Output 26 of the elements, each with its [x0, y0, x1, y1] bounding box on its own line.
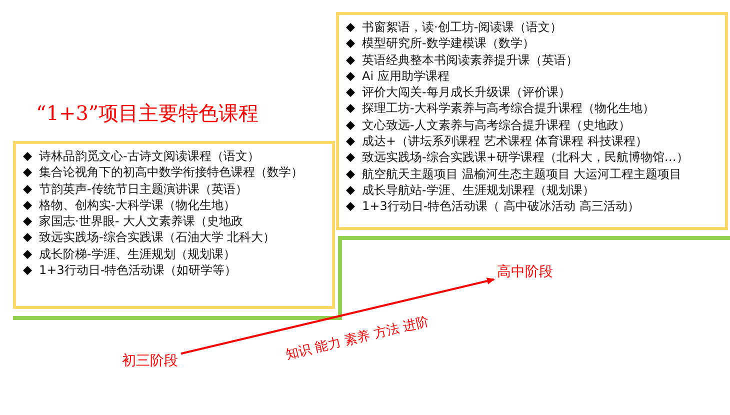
course-item: 节韵英声-传统节日主题演讲课（英语）	[39, 182, 248, 196]
course-list-box	[336, 12, 728, 230]
course-list-box	[13, 141, 335, 309]
title: “1+3”项目主要特色课程	[36, 100, 259, 127]
course-item: 家国志·世界眼- 大人文素养课（史地政	[39, 214, 243, 228]
course-item: 1+3行动日-特色活动课（如研学等）	[39, 263, 237, 278]
course-item: 文心致远-人文素养与高考综合提升课程（史地政）	[362, 118, 630, 132]
course-item: 成达+（讲坛系列课程 艺术课程 体育课程 科技课程）	[362, 134, 648, 148]
course-item: 航空航天主题项目 温榆河生态主题项目 大运河工程主题项目	[362, 166, 682, 181]
course-item: 格物、创构实-大科学课（物化生地）	[39, 198, 236, 212]
arrow	[180, 278, 495, 355]
course-item: 英语经典整本书阅读素养提升课（英语）	[362, 52, 578, 67]
course-item: 致远实践场-综合实践课+研学课程（北科大，民航博物馆…）	[362, 150, 688, 164]
course-item: 成长阶梯-学涯、生涯规划（规划课）	[39, 246, 236, 261]
course-item: 探理工坊-大科学素养与高考综合提升课程（物化生地）	[362, 101, 654, 116]
course-item: 1+3行动日-特色活动课（ 高中破冰活动 高三活动）	[362, 199, 640, 214]
course-item: 成长导航站-学涯、生涯规划课程（规划课）	[362, 182, 594, 197]
course-item: Ai 应用助学课程	[362, 68, 450, 83]
course-item: 书窗絮语，读·创工坊-阅读课（语文）	[362, 20, 562, 34]
course-item: 评价大闯关-每月成长升级课（评价课）	[362, 85, 570, 100]
stage-label: 初三阶段	[122, 352, 178, 370]
course-item: 致远实践场-综合实践课（石油大学 北科大）	[39, 230, 276, 244]
course-item: 集合论视角下的初高中数学衔接特色课程（数学）	[39, 165, 303, 180]
course-item: 诗林品韵觅文心-古诗文阅读课程（语文）	[39, 149, 260, 163]
course-item: 模型研究所-数学建模课（数学）	[362, 36, 534, 50]
stage-label: 高中阶段	[497, 263, 553, 281]
